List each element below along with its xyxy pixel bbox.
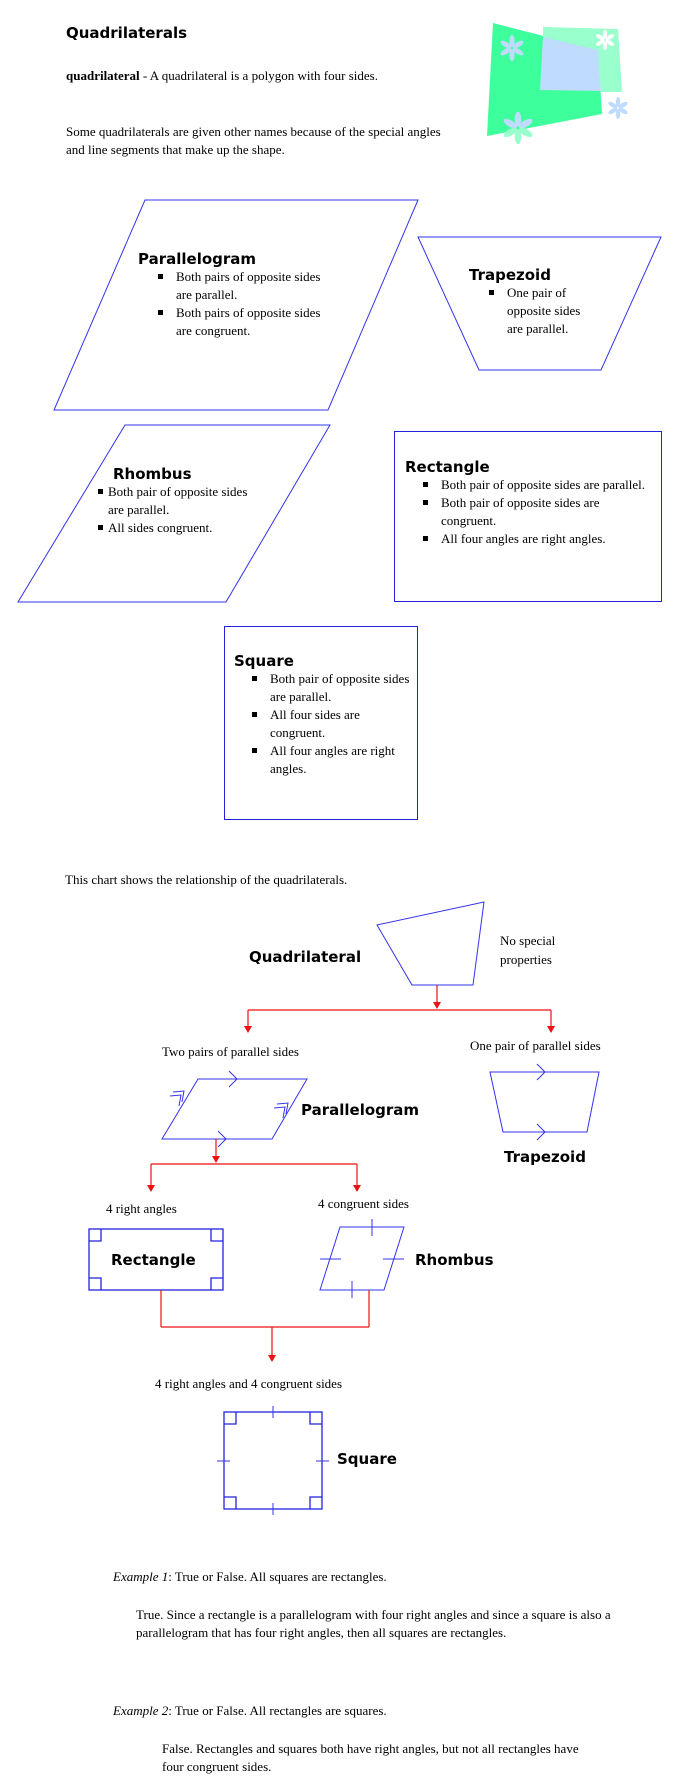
parallelogram-outline	[53, 199, 419, 411]
example-1-answer: True. Since a rectangle is a parallelogr…	[136, 1607, 611, 1640]
square-tick-marks	[217, 1406, 329, 1515]
square-property: All four sides are congruent.	[244, 706, 415, 742]
parallelogram-property: Both pairs of opposite sides are congrue…	[150, 304, 326, 340]
flower-icon	[595, 29, 615, 51]
connector-level-1	[244, 985, 555, 1033]
flow-text-four-right: 4 right angles	[106, 1201, 177, 1216]
flow-quadrilateral-shape	[376, 901, 485, 986]
flow-label-rhombus: Rhombus	[415, 1251, 494, 1269]
flow-text-two-pairs: Two pairs of parallel sides	[162, 1044, 299, 1059]
decorative-quadrilateral-image	[487, 23, 628, 145]
flow-text-one-pair: One pair of parallel sides	[470, 1038, 601, 1053]
definition: quadrilateral - A quadrilateral is a pol…	[66, 67, 486, 85]
flow-rectangle-shape	[88, 1228, 224, 1291]
flower-icon	[500, 35, 524, 61]
flow-note-line1: No special	[500, 933, 556, 948]
flow-label-quadrilateral: Quadrilateral	[249, 948, 362, 966]
square-info: Square Both pair of opposite sides are p…	[234, 652, 414, 778]
trapezoid-outline	[417, 236, 662, 371]
rectangle-property: Both pair of opposite sides are parallel…	[415, 476, 651, 494]
square-outline	[224, 626, 418, 820]
connector-level-3	[160, 1290, 370, 1362]
rectangle-outline	[394, 431, 662, 602]
square-heading: Square	[234, 652, 294, 670]
shapes-outlines	[17, 199, 662, 820]
square-property: All four angles are right angles.	[244, 742, 415, 778]
flow-label-trapezoid: Trapezoid	[504, 1148, 586, 1166]
flow-label-rectangle: Rectangle	[111, 1251, 196, 1269]
rhombus-property: All sides congruent.	[98, 519, 248, 537]
flower-icon	[608, 96, 628, 120]
flow-note-line2: properties	[500, 952, 552, 967]
flow-label-square: Square	[337, 1450, 397, 1468]
square-property: Both pair of opposite sides are parallel…	[244, 670, 415, 706]
chart-intro: This chart shows the relationship of the…	[65, 872, 348, 887]
parallelogram-heading: Parallelogram	[138, 250, 257, 268]
example-1-question: Example 1: True or False. All squares ar…	[113, 1568, 673, 1586]
example-2-label: Example 2	[113, 1703, 169, 1718]
deco-blue-quad	[540, 37, 601, 91]
rhombus-info: Rhombus Both pair of opposite sides are …	[98, 465, 258, 537]
trapezoid-info: Trapezoid One pair of opposite sides are…	[469, 266, 619, 338]
flow-trapezoid-shape	[489, 1063, 600, 1141]
example-2-answer: False. Rectangles and squares both have …	[162, 1741, 579, 1774]
trapezoid-property: One pair of opposite sides are parallel.	[481, 284, 597, 338]
rectangle-info: Rectangle Both pair of opposite sides ar…	[405, 458, 655, 548]
intro-paragraph: Some quadrilaterals are given other name…	[66, 124, 441, 157]
trapezoid-heading: Trapezoid	[469, 266, 551, 284]
rhombus-outline	[17, 424, 331, 603]
flow-label-parallelogram: Parallelogram	[301, 1101, 420, 1119]
example-1-label: Example 1	[113, 1569, 169, 1584]
rhombus-property: Both pair of opposite sides are parallel…	[98, 483, 248, 519]
example-1-question-text: : True or False. All squares are rectang…	[168, 1569, 387, 1584]
connector-level-2	[147, 1139, 361, 1192]
definition-text: - A quadrilateral is a polygon with four…	[139, 68, 378, 83]
parallelogram-property: Both pairs of opposite sides are paralle…	[150, 268, 326, 304]
definition-term: quadrilateral	[66, 68, 140, 83]
flow-text-both: 4 right angles and 4 congruent sides	[155, 1376, 343, 1391]
example-2-question-text: : True or False. All rectangles are squa…	[168, 1703, 387, 1718]
rhombus-heading: Rhombus	[113, 465, 192, 483]
rectangle-property: All four angles are right angles.	[415, 530, 651, 548]
flow-rhombus-shape	[319, 1219, 405, 1298]
flow-text-four-congruent: 4 congruent sides	[318, 1196, 409, 1211]
example-2-question: Example 2: True or False. All rectangles…	[113, 1702, 673, 1720]
parallelogram-info: Parallelogram Both pairs of opposite sid…	[138, 250, 348, 340]
page-title: Quadrilaterals	[66, 24, 188, 42]
flower-icon	[503, 111, 533, 145]
rectangle-property: Both pair of opposite sides are congruen…	[415, 494, 651, 530]
flow-square-shape	[223, 1411, 323, 1510]
rectangle-heading: Rectangle	[405, 458, 490, 476]
flow-parallelogram-shape	[161, 1070, 308, 1148]
